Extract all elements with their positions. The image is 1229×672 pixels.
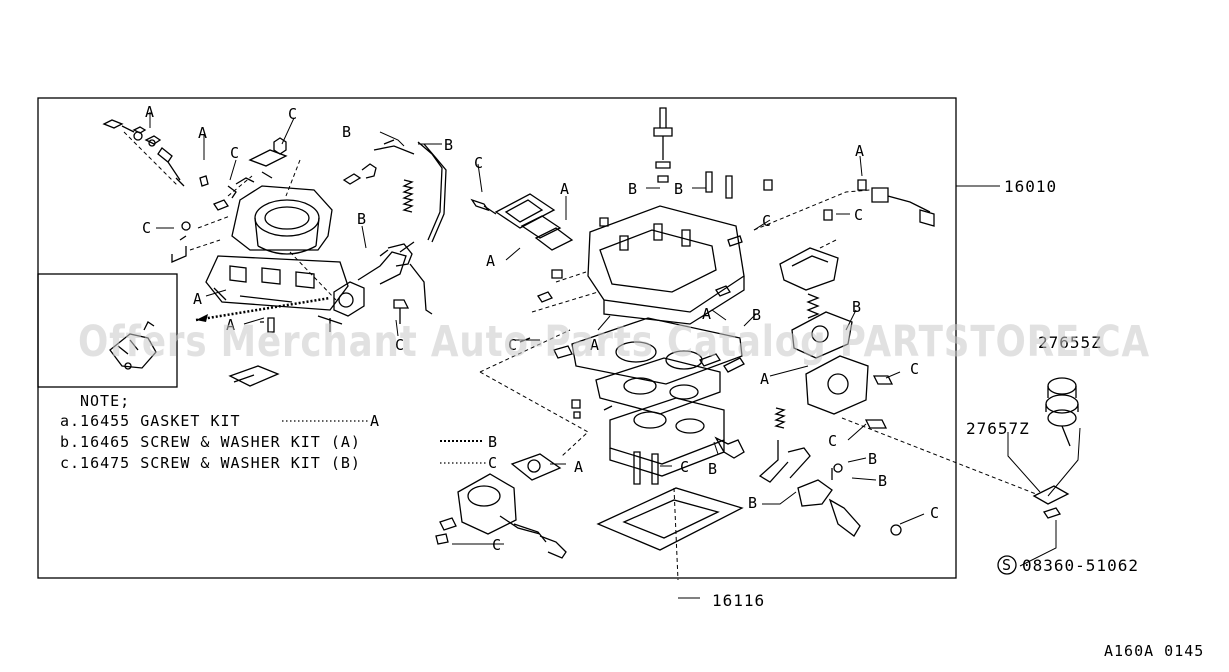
- callout-c: C: [230, 144, 239, 162]
- callout-a: A: [574, 458, 583, 476]
- part-number-screw: 08360-51062: [1022, 556, 1139, 575]
- callout-b: B: [748, 494, 757, 512]
- callout-a: A: [560, 180, 569, 198]
- note-line-b: b.16465 SCREW & WASHER KIT (A): [60, 433, 361, 451]
- callout-c: C: [474, 154, 483, 172]
- screw-symbol-circle: [997, 555, 1017, 575]
- callout-b: B: [868, 450, 877, 468]
- part-number-16010: 16010: [1004, 177, 1057, 196]
- callout-b: B: [628, 180, 637, 198]
- detail-inset-frame: [37, 273, 178, 388]
- part-number-27657z: 27657Z: [966, 419, 1030, 438]
- callout-b: B: [444, 136, 453, 154]
- note-ref-c: C: [488, 454, 498, 472]
- callout-a: A: [145, 103, 154, 121]
- callout-c: C: [828, 432, 837, 450]
- note-heading: NOTE;: [80, 392, 130, 410]
- callout-b: B: [708, 460, 717, 478]
- callout-c: C: [142, 219, 151, 237]
- callout-a: A: [760, 370, 769, 388]
- callout-a: A: [702, 305, 711, 323]
- callout-c: C: [762, 212, 771, 230]
- callout-b: B: [357, 210, 366, 228]
- callout-c: C: [854, 206, 863, 224]
- callout-a: A: [855, 142, 864, 160]
- note-line-a: a.16455 GASKET KIT: [60, 412, 241, 430]
- watermark: Offers Merchant Auto-Parts Catalog PARTS…: [78, 317, 1150, 367]
- callout-b: B: [752, 306, 761, 324]
- callout-c: C: [930, 504, 939, 522]
- leader-lines: [149, 112, 1000, 599]
- part-number-16116: 16116: [712, 591, 765, 610]
- callout-a: A: [226, 316, 235, 334]
- center-carburetor-drawing: [435, 107, 902, 581]
- note-ref-b: B: [488, 433, 498, 451]
- note-ref-a: A: [370, 412, 380, 430]
- callout-c: C: [395, 336, 404, 354]
- callout-b: B: [852, 298, 861, 316]
- note-block: NOTE; a.16455 GASKET KIT A b.16465 SCREW…: [60, 392, 498, 472]
- left-carburetor-drawing: [102, 119, 447, 387]
- callout-c: C: [910, 360, 919, 378]
- callout-a: A: [590, 336, 599, 354]
- note-line-c: c.16475 SCREW & WASHER KIT (B): [60, 454, 361, 472]
- callout-b: B: [878, 472, 887, 490]
- inset-detail-drawing: [109, 321, 157, 370]
- screw-symbol: S: [1002, 556, 1011, 574]
- callout-a: A: [486, 252, 495, 270]
- callout-b: B: [674, 180, 683, 198]
- diagram-code: A160A 0145: [1104, 642, 1204, 660]
- letter-callouts: A A C C C B B B A A C C A A B B C A C C …: [142, 103, 939, 554]
- callout-b: B: [342, 123, 351, 141]
- right-choke-drawing: [779, 179, 1037, 495]
- part-number-27655z: 27655Z: [1038, 333, 1102, 352]
- callout-c: C: [508, 336, 517, 354]
- callout-a: A: [193, 290, 202, 308]
- vacuum-actuator-drawing: [1007, 377, 1081, 567]
- callout-a: A: [198, 124, 207, 142]
- callout-c: C: [492, 536, 501, 554]
- callout-c: C: [680, 458, 689, 476]
- callout-c: C: [288, 105, 297, 123]
